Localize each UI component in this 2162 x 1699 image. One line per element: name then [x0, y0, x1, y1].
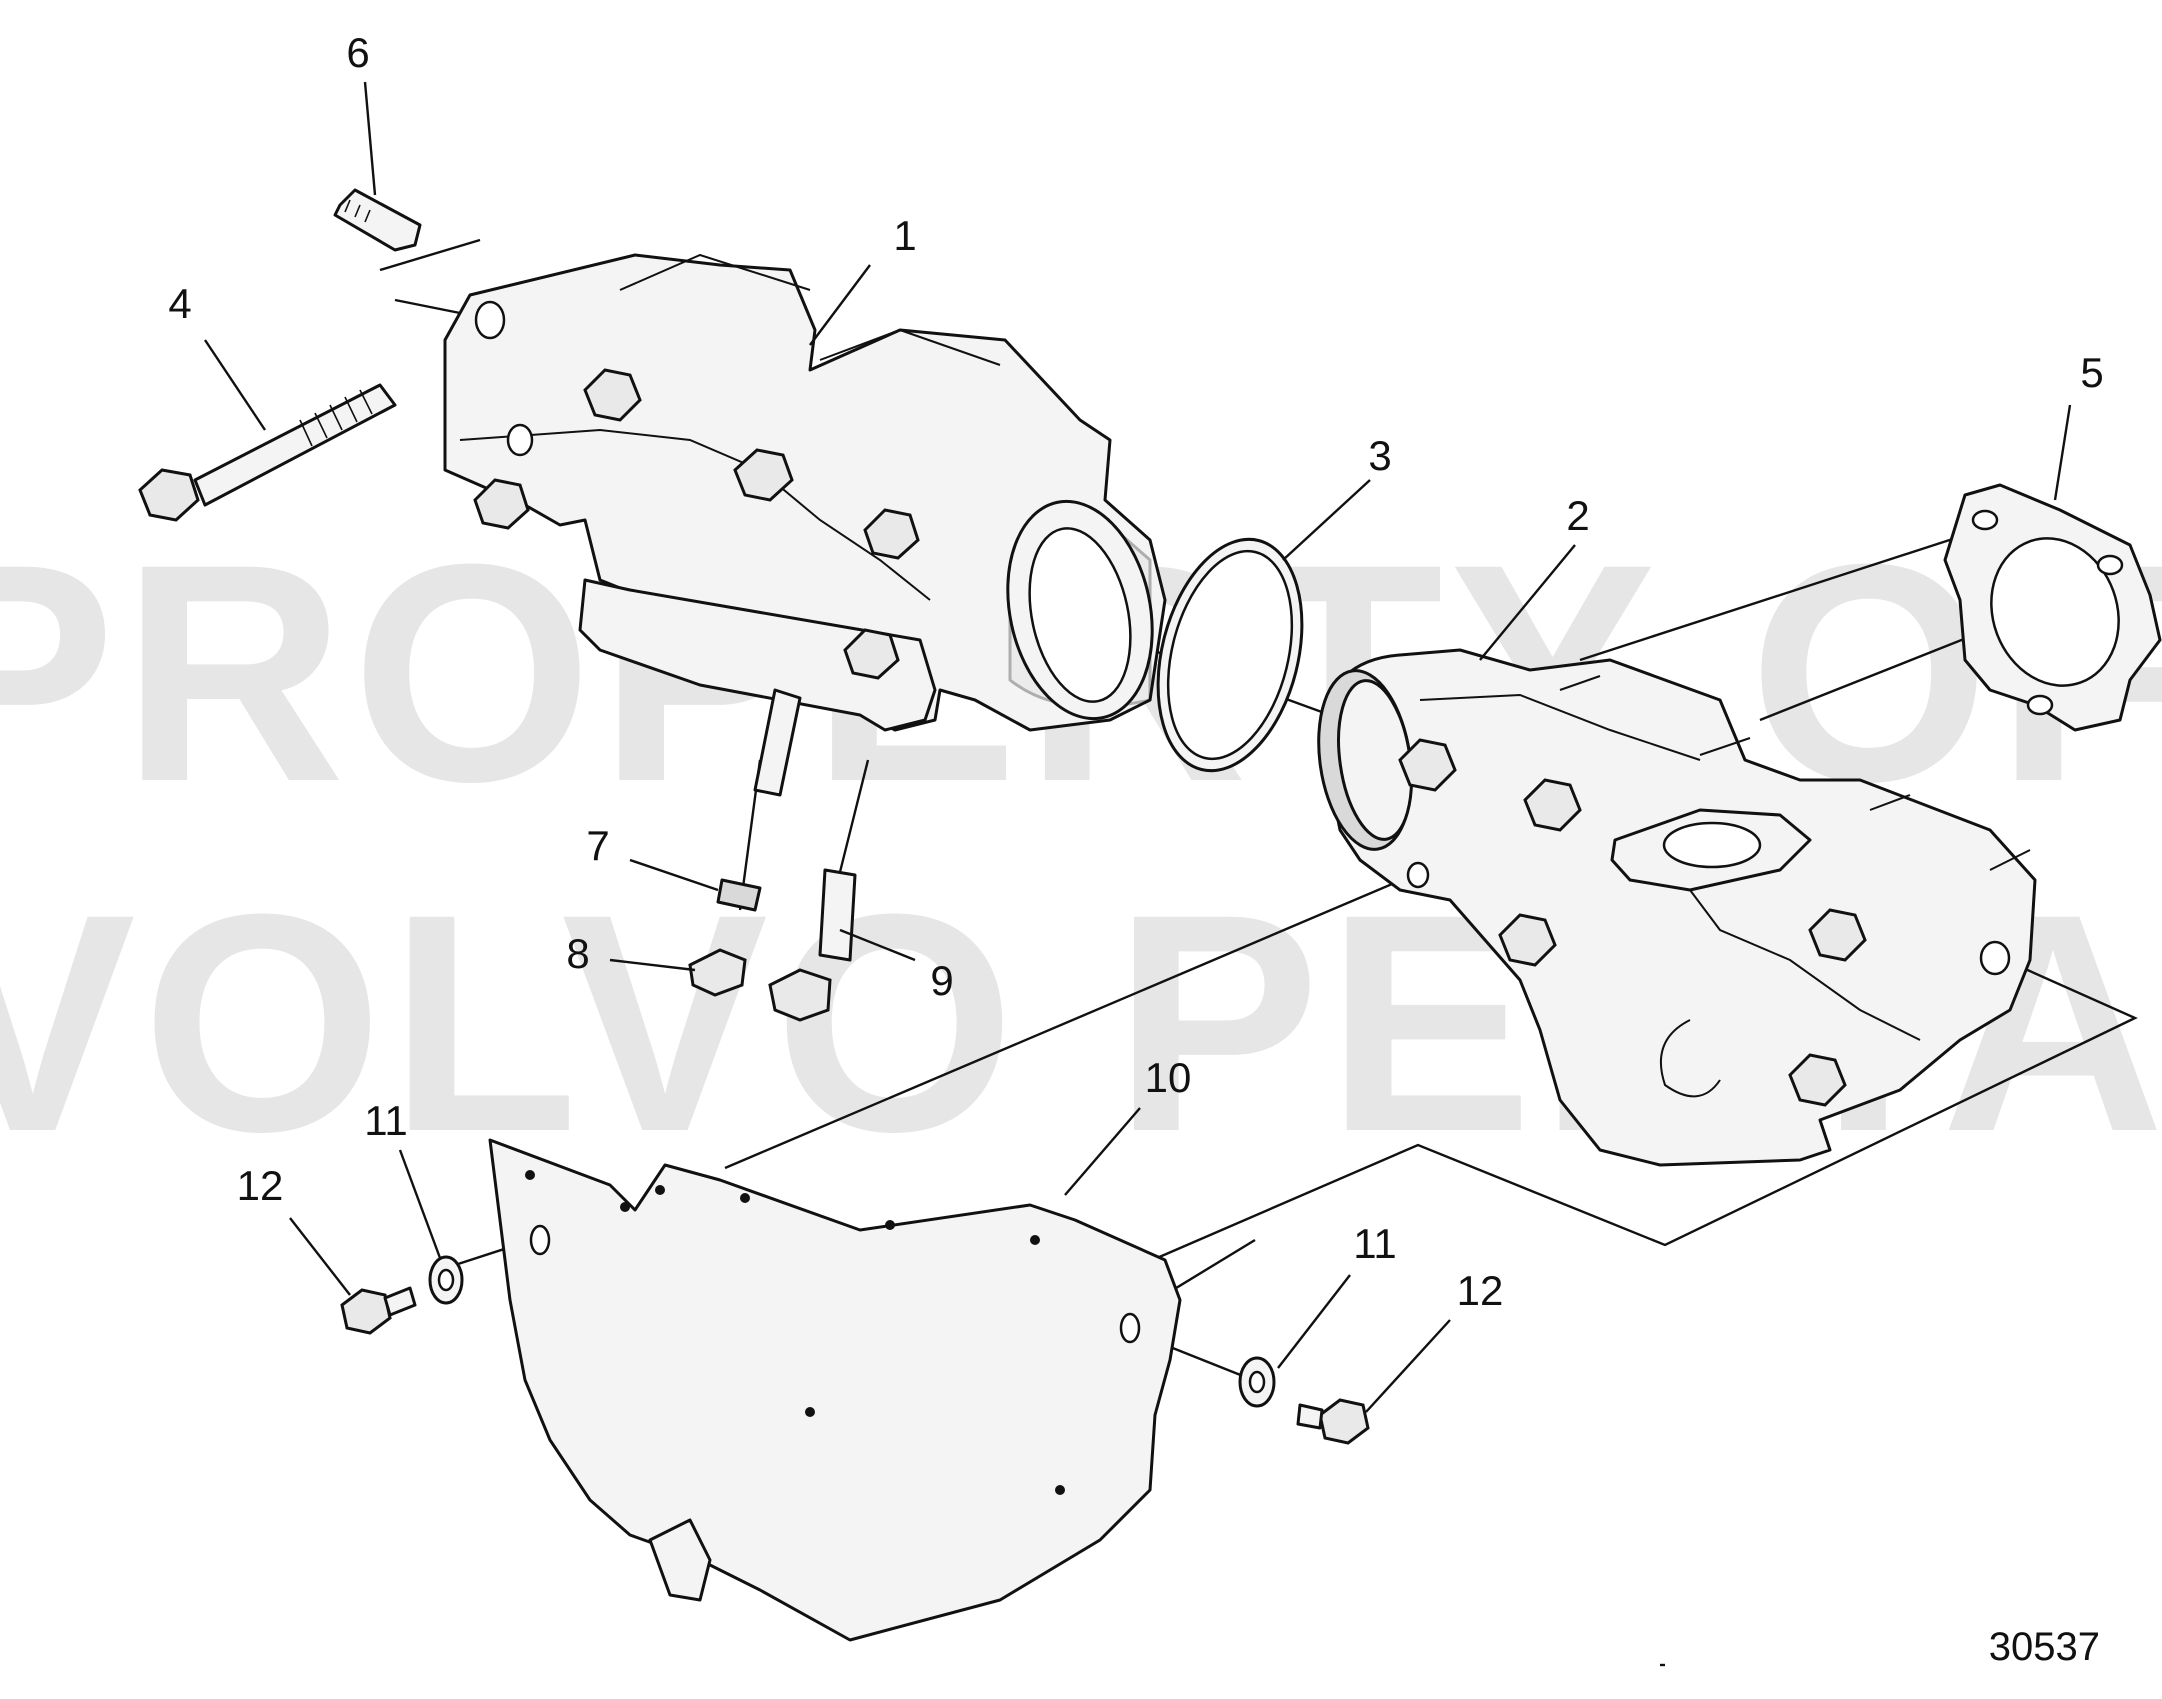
- callout-6: 6: [346, 29, 369, 76]
- callout-5: 5: [2080, 349, 2103, 396]
- callout-12-left: 12: [237, 1162, 284, 1209]
- callout-leaders: [204, 81, 2072, 1413]
- manifold-bolts: [473, 368, 920, 680]
- seal-ring-3: [1156, 537, 1304, 773]
- manifold-2-bolts: [1398, 738, 1867, 1107]
- stud-and-fasteners: [688, 688, 857, 1022]
- callout-11-right: 11: [1353, 1220, 1397, 1267]
- manifold-section-2: [1317, 648, 2037, 1167]
- callout-10: 10: [1145, 1054, 1192, 1101]
- callout-8: 8: [566, 930, 589, 977]
- washer-and-bolt-left: [340, 1255, 464, 1335]
- gasket-5: [1943, 483, 2162, 732]
- washer-and-bolt-right: [1238, 1356, 1370, 1445]
- figure-number: 30537: [1989, 1625, 2100, 1669]
- callout-2: 2: [1566, 492, 1589, 539]
- long-bolt-4: [138, 383, 397, 522]
- callout-labels: 1 2 3 4 5 6 7 8 9 10 11 12 11 12: [168, 29, 2103, 1314]
- callout-4: 4: [168, 280, 191, 327]
- callout-11-left: 11: [364, 1097, 408, 1144]
- fitting-6: [333, 188, 422, 252]
- manifold-section-1: [443, 253, 1167, 732]
- callout-9: 9: [930, 957, 953, 1004]
- callout-1: 1: [893, 212, 916, 259]
- callout-7: 7: [586, 822, 609, 869]
- heat-shield-10: [488, 1138, 1182, 1642]
- callout-12-right: 12: [1457, 1267, 1504, 1314]
- callout-3: 3: [1368, 432, 1391, 479]
